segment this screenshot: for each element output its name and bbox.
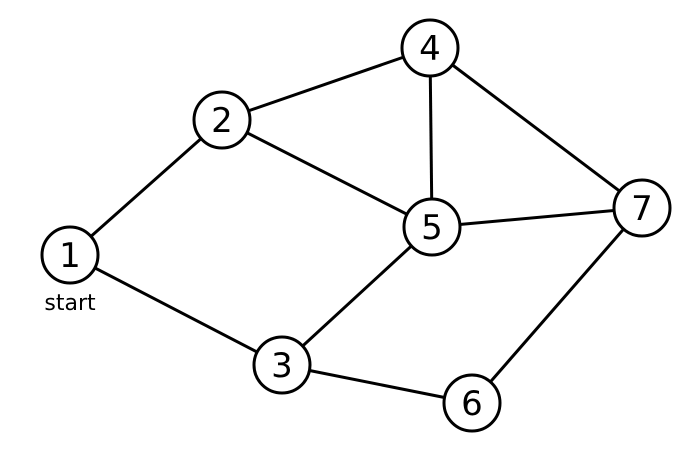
node-3: 3 bbox=[252, 335, 312, 395]
edge-1-3 bbox=[69, 253, 283, 367]
edge-1-2 bbox=[69, 118, 223, 257]
edge-5-7 bbox=[431, 206, 643, 229]
node-4-label: 4 bbox=[419, 29, 441, 69]
edge-6-7 bbox=[470, 207, 644, 404]
node-2: 2 bbox=[192, 90, 252, 150]
node-6: 6 bbox=[442, 373, 502, 433]
edge-2-5 bbox=[221, 118, 433, 229]
node-4-circle bbox=[400, 18, 460, 78]
node-3-label: 3 bbox=[271, 346, 293, 386]
node-4: 4 bbox=[400, 18, 460, 78]
node-1-circle bbox=[40, 225, 100, 285]
node-5-label: 5 bbox=[421, 208, 443, 248]
node-7: 7 bbox=[612, 178, 672, 238]
node-6-circle bbox=[442, 373, 502, 433]
node-7-circle bbox=[612, 178, 672, 238]
node-2-label: 2 bbox=[211, 101, 233, 141]
node-7-label: 7 bbox=[631, 189, 653, 229]
edge-4-7 bbox=[429, 46, 643, 210]
edge-3-6 bbox=[281, 363, 473, 405]
node-6-label: 6 bbox=[461, 384, 483, 424]
edge-2-4 bbox=[221, 46, 431, 122]
edge-4-5 bbox=[428, 47, 434, 228]
node-5-circle bbox=[402, 197, 462, 257]
node-5: 5 bbox=[402, 197, 462, 257]
annotation-start: start bbox=[44, 291, 96, 316]
node-3-circle bbox=[252, 335, 312, 395]
node-2-circle bbox=[192, 90, 252, 150]
node-1: 1 bbox=[40, 225, 100, 285]
node-1-label: 1 bbox=[59, 236, 81, 276]
edge-3-5 bbox=[280, 225, 434, 367]
